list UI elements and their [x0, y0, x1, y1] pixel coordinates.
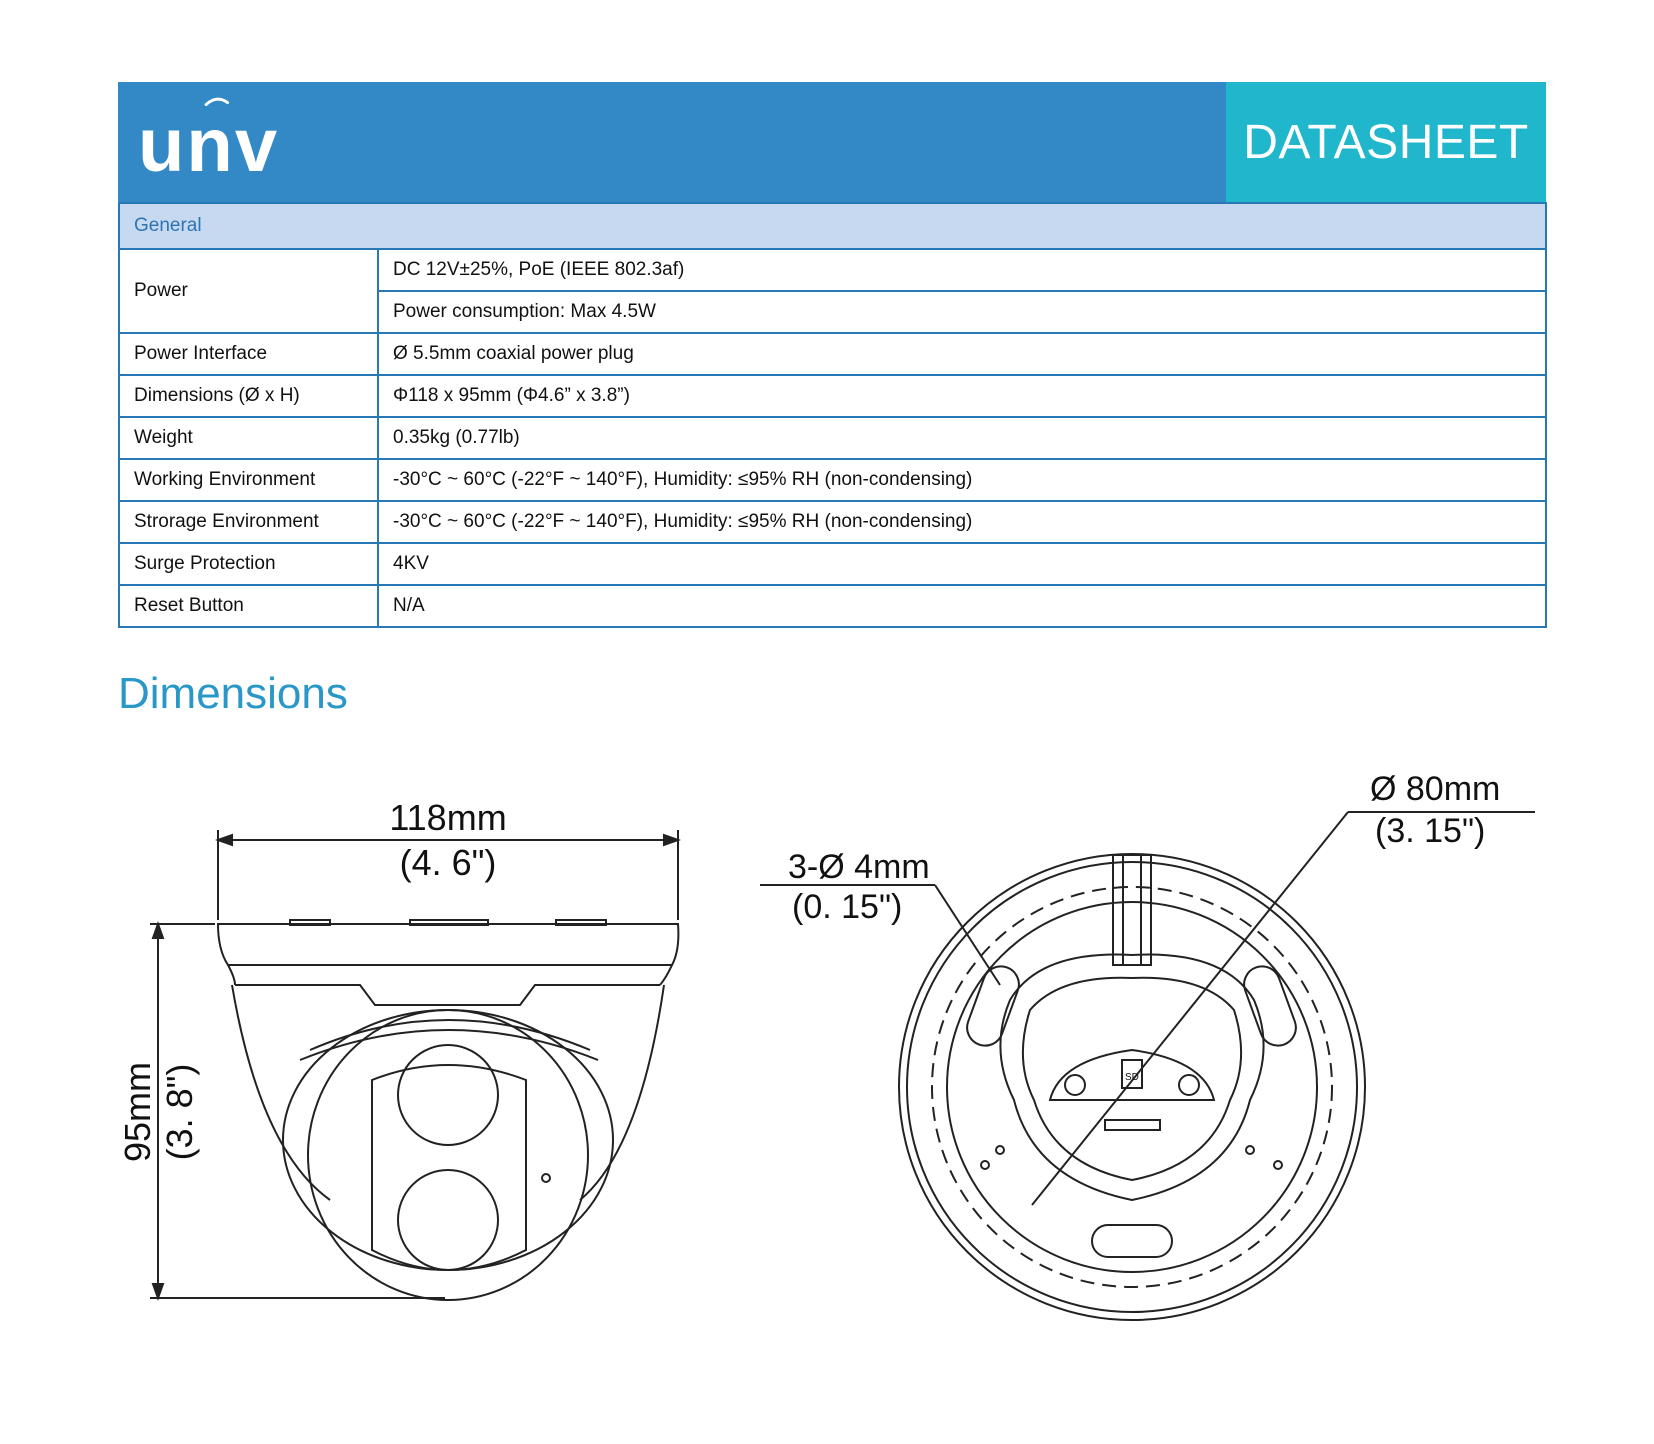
section-title: General	[118, 202, 1547, 250]
brand-logo: unv	[138, 103, 280, 188]
row-value: Power consumption: Max 4.5W	[377, 290, 1547, 334]
row-value: 0.35kg (0.77lb)	[377, 416, 1547, 460]
logo-arc-icon	[204, 97, 230, 107]
header-banner: unv DATASHEET	[118, 82, 1546, 202]
row-label: Dimensions (Ø x H)	[118, 374, 379, 418]
row-label: Power Interface	[118, 332, 379, 376]
datasheet-label: DATASHEET	[1243, 115, 1529, 169]
table-row: Power Interface Ø 5.5mm coaxial power pl…	[118, 332, 1547, 376]
diameter-in-label: (3. 15")	[1375, 812, 1485, 850]
hole-mm-label: 3-Ø 4mm	[788, 848, 930, 886]
hole-in-label: (0. 15")	[792, 888, 902, 926]
table-section-row: General	[118, 202, 1547, 250]
width-in-label: (4. 6")	[400, 842, 497, 883]
table-row: Weight 0.35kg (0.77lb)	[118, 416, 1547, 460]
row-label: Weight	[118, 416, 379, 460]
diameter-mm-label: Ø 80mm	[1370, 770, 1500, 808]
row-value: 4KV	[377, 542, 1547, 586]
datasheet-badge: DATASHEET	[1226, 82, 1546, 202]
dimensions-heading: Dimensions	[118, 669, 348, 718]
row-label: Surge Protection	[118, 542, 379, 586]
height-in-label: (3. 8")	[159, 1064, 200, 1161]
table-row: Surge Protection 4KV	[118, 542, 1547, 586]
spec-table: General Power DC 12V±25%, PoE (IEEE 802.…	[118, 202, 1547, 628]
table-row: Strorage Environment -30°C ~ 60°C (-22°F…	[118, 500, 1547, 544]
table-row: Working Environment -30°C ~ 60°C (-22°F …	[118, 458, 1547, 502]
width-mm-label: 118mm	[389, 797, 506, 838]
table-row: Power consumption: Max 4.5W	[119, 290, 1547, 334]
table-row: Power DC 12V±25%, PoE (IEEE 802.3af)	[118, 248, 1547, 334]
row-label: Strorage Environment	[118, 500, 379, 544]
row-label: Power	[118, 248, 379, 334]
side-view-drawing	[150, 830, 681, 1301]
height-mm-label: 95mm	[117, 1062, 158, 1162]
row-label: Reset Button	[118, 584, 379, 628]
row-value: Φ118 x 95mm (Φ4.6” x 3.8”)	[377, 374, 1547, 418]
sd-slot-label: SD	[1125, 1072, 1139, 1083]
bottom-view-drawing	[760, 811, 1535, 1321]
table-row: Reset Button N/A	[118, 584, 1547, 628]
row-value: Ø 5.5mm coaxial power plug	[377, 332, 1547, 376]
row-value: N/A	[377, 584, 1547, 628]
row-value: DC 12V±25%, PoE (IEEE 802.3af)	[377, 248, 1547, 292]
row-value: -30°C ~ 60°C (-22°F ~ 140°F), Humidity: …	[377, 458, 1547, 502]
row-value: -30°C ~ 60°C (-22°F ~ 140°F), Humidity: …	[377, 500, 1547, 544]
row-label: Working Environment	[118, 458, 379, 502]
table-row: Dimensions (Ø x H) Φ118 x 95mm (Φ4.6” x …	[118, 374, 1547, 418]
